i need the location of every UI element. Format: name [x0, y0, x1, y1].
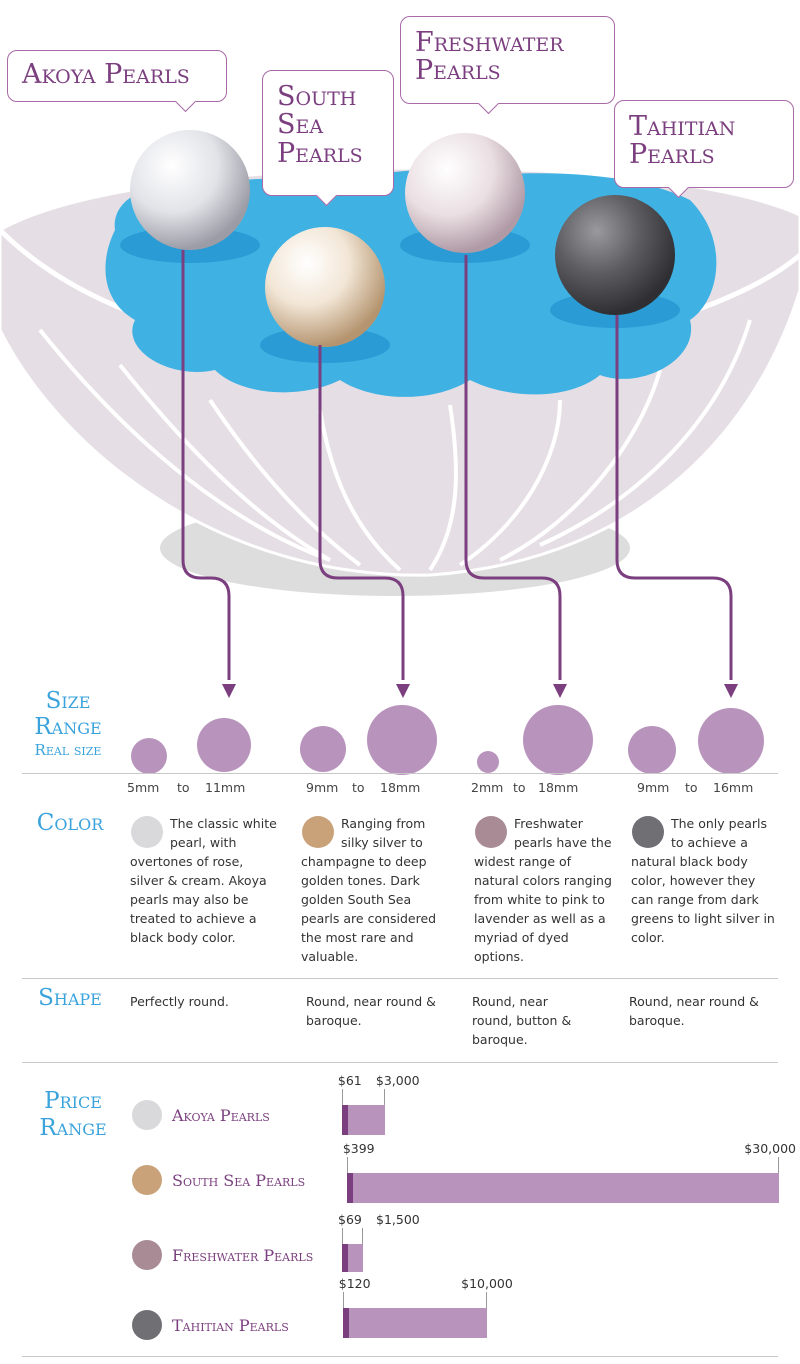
size-label-line2: Range: [34, 714, 102, 740]
arrowheads: [222, 684, 738, 698]
size-section-label: Size Range Real size: [18, 688, 118, 760]
tahitian-pearl: [555, 195, 675, 315]
color-section-label: Color: [36, 810, 104, 836]
tahitian-price-min-label: $120: [338, 1276, 371, 1291]
akoya-size-max: [197, 718, 251, 772]
southsea-price-max-tick: [778, 1157, 779, 1173]
shape-divider: [22, 1062, 778, 1063]
freshwater-price-name: Freshwater Pearls: [172, 1246, 314, 1265]
southsea-price-bar: [346, 1173, 779, 1203]
akoya-pearl: [130, 130, 250, 250]
tahitian-price-name: Tahitian Pearls: [172, 1316, 289, 1335]
freshwater-size-min: [477, 751, 499, 773]
southsea-size-min: [300, 726, 346, 772]
akoya-size-min-label: 5mm: [127, 780, 160, 795]
bowl-ribs: [38, 319, 752, 572]
tahitian-size-max-label: 16mm: [713, 780, 754, 795]
akoya-price-swatch: [132, 1100, 162, 1130]
tahitian-size-max: [698, 708, 764, 774]
akoya-price-min-tick: [341, 1089, 343, 1105]
tahitian-price-min-tick: [342, 1292, 344, 1308]
south-sea-bubble-line2: Sea: [277, 109, 324, 141]
freshwater-size-min-label: 2mm: [471, 780, 504, 795]
south-sea-bubble-line1: South: [277, 81, 357, 112]
freshwater-bubble-line2: Pearls: [415, 55, 501, 87]
freshwater-color-text: Freshwater pearls have the widest range …: [474, 816, 612, 964]
akoya-size-max-label: 11mm: [205, 780, 246, 795]
southsea-price-min-tick: [346, 1157, 348, 1173]
akoya-price-max-label: $3,000: [375, 1073, 420, 1088]
southsea-shape-text: Round, near round & baroque.: [306, 994, 436, 1028]
tahitian-size-min: [628, 726, 676, 774]
southsea-color-swatch: [302, 816, 334, 848]
price-section-label: Price Range: [18, 1088, 128, 1142]
akoya-price-bar: [341, 1105, 385, 1135]
southsea-size-max-label: 18mm: [380, 780, 421, 795]
southsea-price-bar-start: [346, 1173, 353, 1203]
tahitian-price-bar-start: [342, 1308, 349, 1338]
akoya-bubble-text: Akoya Pearls: [22, 59, 190, 90]
akoya-price-name: Akoya Pearls: [172, 1106, 270, 1125]
southsea-price-max-label: $30,000: [744, 1141, 796, 1156]
southsea-price-swatch: [132, 1165, 162, 1195]
freshwater-size-max-label: 18mm: [538, 780, 579, 795]
freshwater-price-bar-start: [342, 1244, 348, 1272]
southsea-size-max: [367, 705, 437, 775]
freshwater-pearl: [405, 133, 525, 253]
freshwater-price-min-label: $69: [338, 1212, 362, 1227]
freshwater-price-min-tick: [342, 1228, 343, 1244]
southsea-color-text: Ranging from silky silver to champagne t…: [301, 816, 437, 964]
freshwater-price-swatch: [132, 1240, 162, 1270]
tahitian-price-bar: [342, 1308, 487, 1338]
tahitian-price-max-label: $10,000: [461, 1276, 513, 1291]
freshwater-bubble: Freshwater Pearls: [400, 16, 615, 115]
connector-arrows: [181, 250, 733, 680]
tahitian-price-swatch: [132, 1310, 162, 1340]
pearl-bowl-illustration: [0, 130, 800, 680]
tahitian-color-swatch: [632, 816, 664, 848]
southsea-price-name: South Sea Pearls: [172, 1171, 306, 1190]
price-label-line1: Price: [44, 1088, 102, 1114]
size-label-line3: Real size: [34, 741, 102, 759]
freshwater-size-max: [523, 705, 593, 775]
southsea-size-to: to: [352, 780, 365, 795]
south-sea-bubble: South Sea Pearls: [262, 70, 394, 207]
akoya-size-min: [131, 738, 167, 774]
akoya-price-min-label: $61: [337, 1073, 362, 1088]
tahitian-size-min-label: 9mm: [637, 780, 670, 795]
freshwater-shape-text: Round, near round, button & baroque.: [472, 994, 572, 1047]
tahitian-price-max-tick: [486, 1292, 487, 1308]
akoya-color-swatch: [131, 816, 163, 848]
south-sea-bubble-line3: Pearls: [277, 137, 363, 169]
akoya-price-bar-start: [341, 1105, 348, 1135]
freshwater-color-swatch: [475, 816, 507, 848]
tahitian-bubble-line2: Pearls: [629, 139, 715, 171]
freshwater-price-max-tick: [361, 1228, 363, 1244]
size-label-line1: Size: [45, 688, 91, 714]
price-label-line2: Range: [39, 1115, 107, 1141]
tahitian-shape-text: Round, near round & baroque.: [629, 994, 759, 1028]
akoya-color-text: The classic white pearl, with overtones …: [130, 816, 277, 945]
tahitian-bubble-line1: Tahitian: [629, 111, 736, 142]
tahitian-bubble: Tahitian Pearls: [614, 100, 794, 199]
tahitian-size-to: to: [685, 780, 698, 795]
freshwater-price-max-label: $1,500: [376, 1212, 420, 1227]
freshwater-bubble-line1: Freshwater: [415, 27, 564, 58]
southsea-size-min-label: 9mm: [306, 780, 339, 795]
size-divider: [22, 773, 778, 774]
south-sea-pearl: [265, 227, 385, 347]
akoya-price-max-tick: [383, 1089, 385, 1105]
akoya-shape-text: Perfectly round.: [130, 994, 229, 1009]
shape-section-label: Shape: [38, 985, 102, 1011]
freshwater-size-to: to: [513, 780, 526, 795]
akoya-bubble: Akoya Pearls: [7, 50, 227, 113]
bottom-divider: [22, 1356, 778, 1357]
color-divider: [22, 978, 778, 979]
tahitian-color-text: The only pearls to achieve a natural bla…: [631, 816, 775, 945]
akoya-size-to: to: [177, 780, 190, 795]
southsea-price-min-label: $399: [342, 1141, 375, 1156]
